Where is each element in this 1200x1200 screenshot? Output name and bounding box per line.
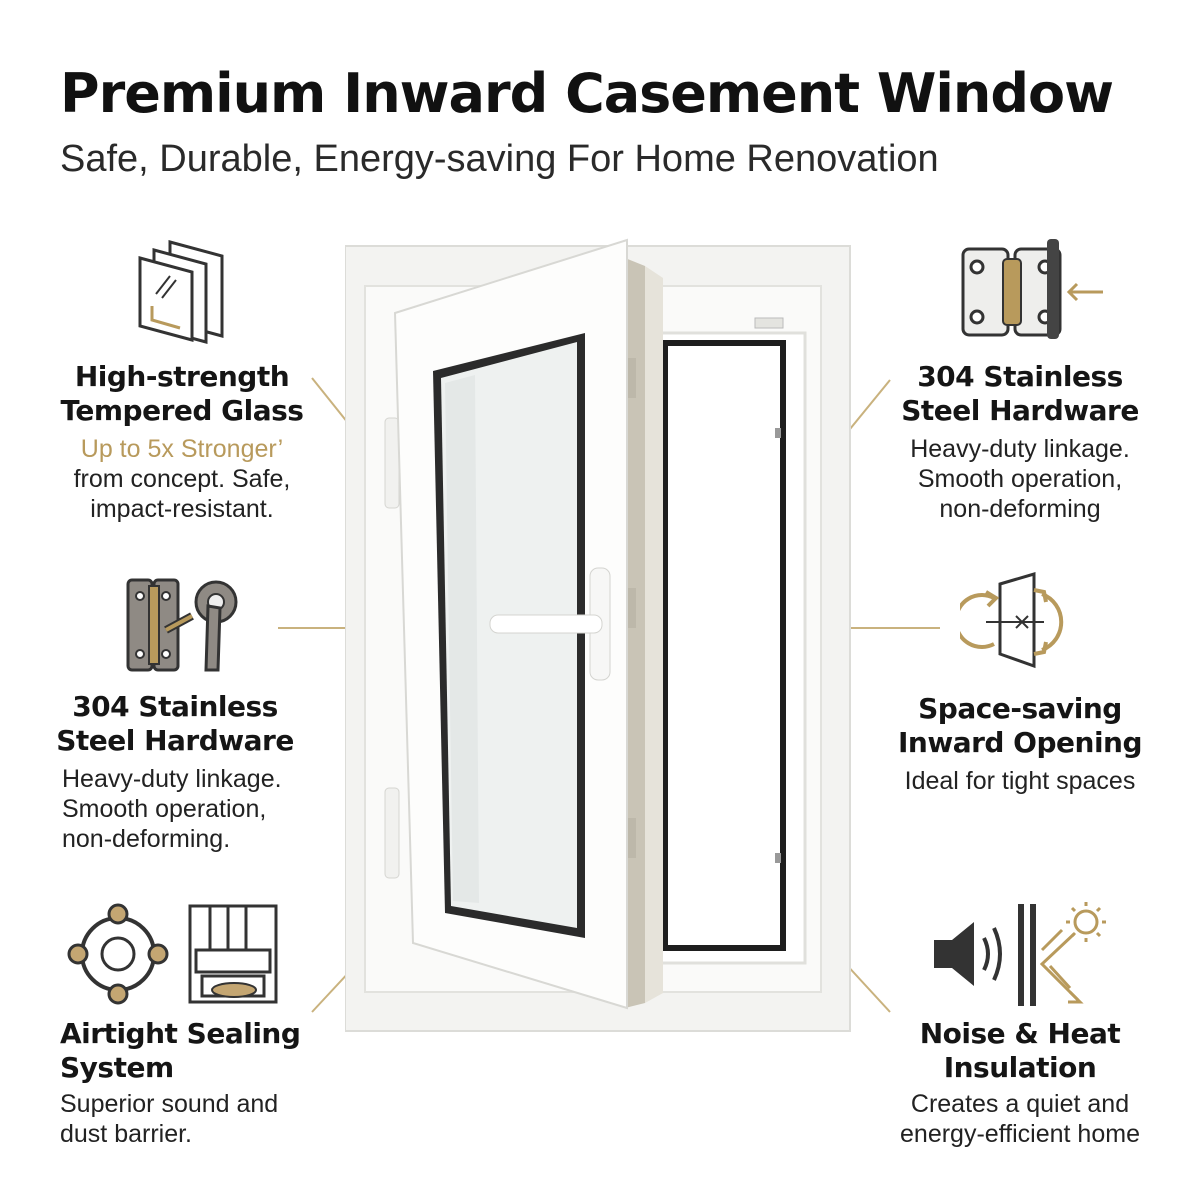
feature-title-line: 304 Stainless <box>72 690 278 723</box>
feature-tempered-glass: High-strength Tempered Glass Up to 5x St… <box>40 360 324 524</box>
feature-description: Heavy-duty linkage. Smooth operation, no… <box>880 434 1160 524</box>
feature-title: 304 Stainless Steel Hardware <box>880 360 1160 428</box>
feature-desc-line: Superior sound and <box>60 1090 279 1118</box>
feature-desc-line: non-deforming <box>939 495 1101 523</box>
feature-desc-line: Smooth operation, <box>62 795 267 823</box>
feature-desc-line: Creates a quiet and <box>910 1090 1130 1118</box>
sealing-profile-icon <box>67 903 278 1005</box>
feature-title: 304 Stainless Steel Hardware <box>40 690 310 758</box>
feature-title-line: Steel Hardware <box>56 724 294 757</box>
feature-airtight-sealing: Airtight Sealing System Superior sound a… <box>60 1017 360 1149</box>
feature-inward-opening: Space-saving Inward Opening Ideal for ti… <box>880 692 1160 796</box>
feature-title-line: 304 Stainless <box>917 360 1123 393</box>
feature-title: Space-saving Inward Opening <box>880 692 1160 760</box>
feature-title: High-strength Tempered Glass <box>40 360 324 428</box>
feature-description: Heavy-duty linkage. Smooth operation, no… <box>40 764 310 854</box>
inward-opening-icon <box>960 571 1064 669</box>
feature-title-line: Inward Opening <box>897 726 1143 759</box>
feature-desc-line: Heavy-duty linkage. <box>910 435 1130 463</box>
feature-noise-heat-insulation: Noise & Heat Insulation Creates a quiet … <box>870 1017 1170 1149</box>
feature-stainless-hardware-right: 304 Stainless Steel Hardware Heavy-duty … <box>880 360 1160 524</box>
feature-title-line: Steel Hardware <box>901 394 1139 427</box>
feature-desc-line: dust barrier. <box>60 1120 193 1148</box>
hinge-handle-icon <box>126 578 238 672</box>
feature-title: Airtight Sealing System <box>60 1017 360 1085</box>
feature-title: Noise & Heat Insulation <box>870 1017 1170 1085</box>
feature-desc-line: from concept. Safe, <box>73 465 291 493</box>
feature-title-line: Noise & Heat <box>919 1017 1121 1050</box>
feature-highlight: Up to 5x Stronger’ <box>80 435 284 463</box>
feature-description: Up to 5x Stronger’ from concept. Safe, i… <box>40 434 324 524</box>
page-subtitle: Safe, Durable, Energy-saving For Home Re… <box>60 138 939 180</box>
feature-title-line: System <box>60 1051 174 1084</box>
feature-desc-line: impact-resistant. <box>90 495 274 523</box>
feature-title-line: High-strength <box>74 360 290 393</box>
feature-title-line: Tempered Glass <box>60 394 304 427</box>
page-title: Premium Inward Casement Window <box>60 62 1114 125</box>
casement-window-illustration <box>345 238 851 1032</box>
feature-desc-line: Heavy-duty linkage. <box>62 765 282 793</box>
glass-panes-icon <box>138 240 224 344</box>
feature-desc-line: non-deforming. <box>62 825 231 853</box>
feature-description: Creates a quiet and energy-efficient hom… <box>870 1089 1170 1149</box>
feature-desc-line: Ideal for tight spaces <box>904 767 1136 795</box>
feature-title-line: Insulation <box>943 1051 1097 1084</box>
feature-description: Superior sound and dust barrier. <box>60 1089 360 1149</box>
feature-desc-line: energy-efficient home <box>900 1120 1140 1148</box>
hinge-icon <box>961 239 1103 339</box>
feature-stainless-hardware-left: 304 Stainless Steel Hardware Heavy-duty … <box>40 690 310 854</box>
feature-description: Ideal for tight spaces <box>880 766 1160 796</box>
sound-heat-icon <box>934 902 1106 1006</box>
feature-desc-line: Smooth operation, <box>917 465 1123 493</box>
feature-title-line: Space-saving <box>918 692 1122 725</box>
feature-title-line: Airtight Sealing <box>60 1017 301 1050</box>
